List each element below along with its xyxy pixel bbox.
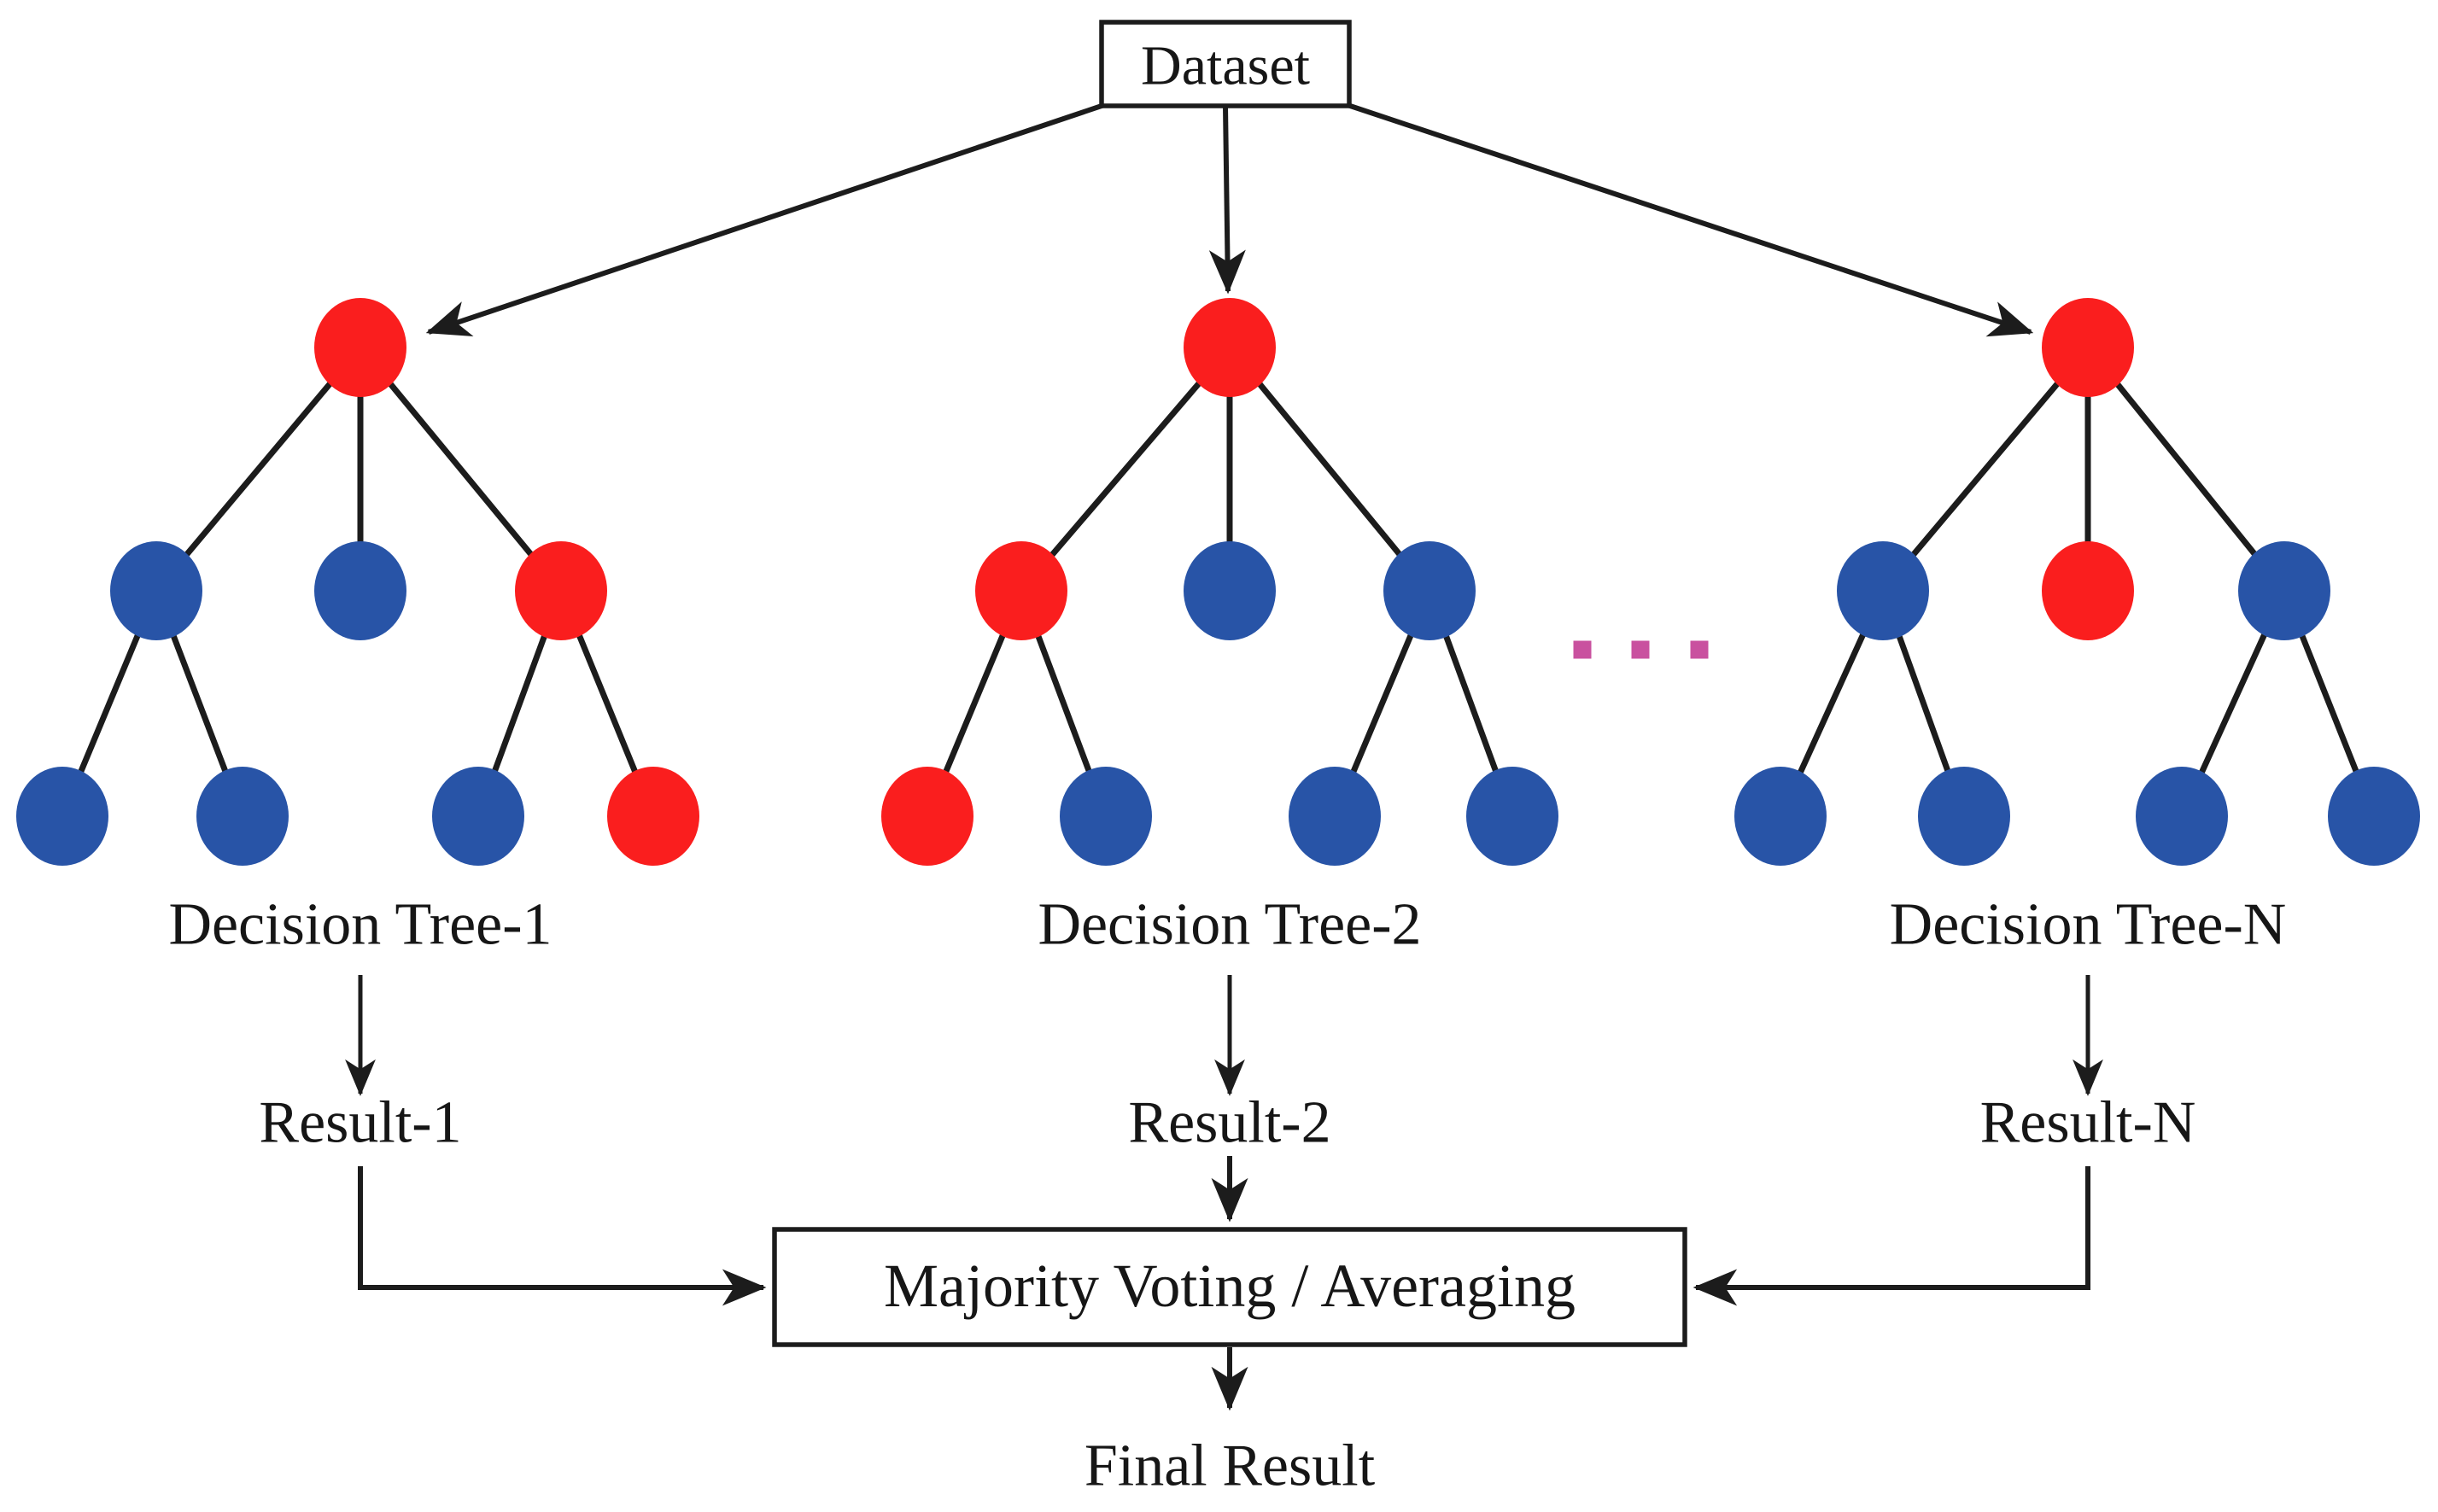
tree-node-blue [1060,767,1152,866]
aggregator-box-group: Majority Voting / Averaging [772,1227,1687,1347]
tree-node-red [607,767,699,866]
aggregator-box [772,1227,1687,1347]
ellipsis-layer [1573,640,1709,659]
tree-edge [154,345,363,593]
tree-node-blue [1289,767,1381,866]
tree-node-red [2042,541,2134,640]
tree-node-blue [196,767,289,866]
tree-node-blue [432,767,524,866]
dataset-arrows-layer [425,102,2034,337]
tree-node-blue [1837,541,1929,640]
tree-node-blue [110,541,202,640]
result-label: Result-N [1980,1090,2196,1156]
tree-label: Decision Tree-2 [1038,892,1421,958]
dataset-box-group: Dataset [1099,20,1352,108]
result-label: Result-2 [1128,1090,1330,1156]
ellipsis-dot [1690,640,1709,659]
dataset-to-tree-arrow [425,102,1105,337]
tree-node-red [314,298,406,397]
result-label: Result-1 [259,1090,461,1156]
tree-node-blue [1184,541,1276,640]
tree-node-red [881,767,973,866]
tree-node-blue [1918,767,2010,866]
aggregator-label: Majority Voting / Averaging [884,1252,1576,1320]
result-to-aggregator-connector [358,1166,767,1306]
tree-node-blue [2136,767,2228,866]
tree-edge [2085,345,2287,593]
tree-node-blue [1466,767,1558,866]
tree-node-red [1184,298,1276,397]
dataset-to-tree-arrow [1208,105,1246,295]
tree-nodes-layer [16,298,2420,866]
result-to-aggregator-connector [1693,1166,2090,1306]
tree-node-red [975,541,1067,640]
tree-node-red [515,541,607,640]
tree-node-blue [1383,541,1476,640]
dataset-label: Dataset [1141,35,1310,97]
tree-edge [1880,345,2090,593]
ellipsis-dot [1573,640,1592,659]
tree-node-blue [2238,541,2330,640]
tree-node-red [2042,298,2134,397]
dataset-to-tree-arrow [1347,102,2034,337]
tree-node-blue [16,767,108,866]
final-result-label: Final Result [1085,1433,1376,1499]
tree-edge [358,345,564,593]
tree-edge [1019,345,1232,593]
ellipsis-dot [1631,640,1650,659]
flow-arrows-layer [345,975,2103,1411]
dataset-box [1099,20,1352,108]
tree-node-blue [1734,767,1827,866]
tree-label: Decision Tree-1 [168,892,552,958]
tree-edge [1227,345,1432,593]
tree-label: Decision Tree-N [1890,892,2287,958]
tree-node-blue [314,541,406,640]
tree-node-blue [2328,767,2420,866]
